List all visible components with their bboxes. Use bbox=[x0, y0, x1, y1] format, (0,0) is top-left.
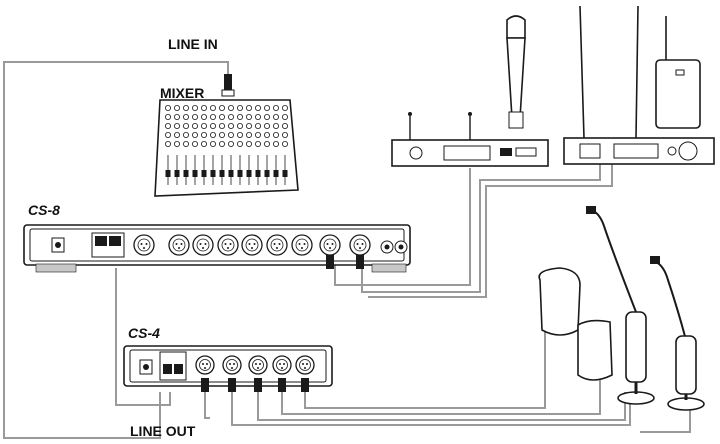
xlr-connector bbox=[291, 234, 313, 256]
cable-cs4-unit4 bbox=[304, 330, 546, 409]
handheld-microphone bbox=[506, 15, 526, 129]
cable-cs8-to-cs4-link bbox=[115, 268, 171, 406]
xlr-connector bbox=[272, 355, 292, 392]
receiver2-jog-dial bbox=[678, 141, 698, 161]
cs8-foot-right bbox=[371, 263, 407, 273]
conference-unit-2 bbox=[650, 256, 705, 411]
receiver2-display bbox=[613, 143, 659, 159]
cs8-unit bbox=[23, 224, 411, 273]
cable-unit3-to-desk bbox=[640, 405, 691, 433]
xlr-connector bbox=[195, 355, 215, 392]
mixer-channel-strips bbox=[164, 105, 288, 185]
receiver1-display bbox=[443, 145, 491, 161]
cable-receiver2-to-cs8-b bbox=[368, 162, 613, 298]
cs8-xlr-connectors bbox=[133, 234, 371, 269]
cs4-xlr-connectors bbox=[195, 355, 315, 392]
cable-receiver1-to-cs8 bbox=[334, 168, 471, 286]
xlr-connector bbox=[222, 355, 242, 392]
xlr-connector bbox=[168, 234, 190, 256]
xlr-connector bbox=[295, 355, 315, 392]
cable-receiver2-to-cs8 bbox=[361, 162, 601, 293]
xlr-connector bbox=[319, 234, 341, 269]
label-cs4: CS-4 bbox=[128, 325, 160, 341]
cable-cs4-unit3 bbox=[281, 380, 601, 415]
cs8-foot-left bbox=[35, 263, 77, 273]
cable-cs4-unit1 bbox=[231, 392, 631, 426]
label-cs8: CS-8 bbox=[28, 202, 60, 218]
receiver1-power-knob bbox=[409, 146, 423, 160]
cs4-unit bbox=[123, 345, 333, 392]
wireless-receiver-1 bbox=[391, 112, 549, 167]
xlr-connector bbox=[241, 234, 263, 256]
wireless-receiver-2 bbox=[563, 5, 715, 165]
label-line-in: LINE IN bbox=[168, 36, 218, 52]
bodypack-transmitter bbox=[655, 16, 701, 129]
cable-line-out bbox=[204, 392, 210, 419]
conference-unit-1 bbox=[538, 206, 655, 405]
label-mixer: MIXER bbox=[160, 85, 204, 101]
label-line-out: LINE OUT bbox=[130, 423, 196, 439]
xlr-connector bbox=[217, 234, 239, 256]
xlr-connector bbox=[192, 234, 214, 256]
xlr-connector bbox=[133, 234, 155, 256]
cable-line-in bbox=[3, 61, 229, 439]
xlr-connector bbox=[349, 234, 371, 269]
cables bbox=[3, 61, 691, 439]
xlr-connector bbox=[248, 355, 268, 392]
line-in-plug bbox=[221, 74, 235, 97]
xlr-connector bbox=[266, 234, 288, 256]
mixer bbox=[154, 99, 299, 197]
cable-cs4-unit2 bbox=[257, 392, 626, 421]
